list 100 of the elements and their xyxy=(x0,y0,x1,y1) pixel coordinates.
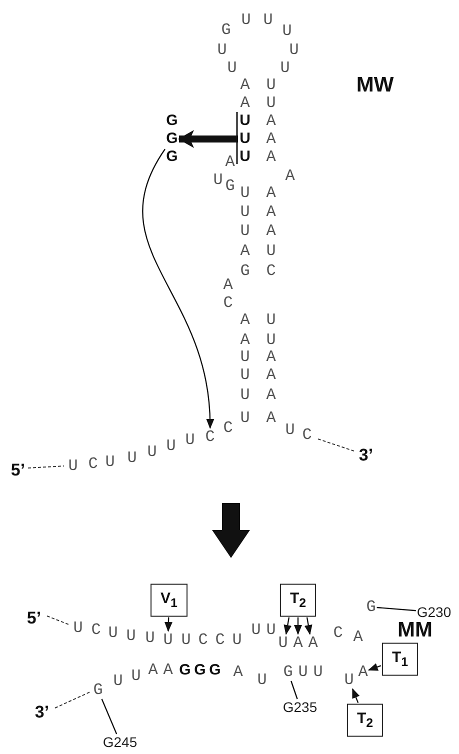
annotation-box: V$_{1}$ xyxy=(150,584,188,616)
nucleotide-letter: A xyxy=(240,95,250,111)
strand-end-label: 5’ xyxy=(10,462,26,478)
nucleotide-letter: A xyxy=(293,635,303,651)
nucleotide-letter: C xyxy=(198,632,208,648)
nucleotide-letter: U xyxy=(127,450,137,466)
nucleotide-letter: A xyxy=(266,223,276,239)
nucleotide-letter: U xyxy=(240,204,250,220)
nucleotide-letter: U xyxy=(163,632,173,648)
nucleotide-letter: U xyxy=(213,172,223,188)
nucleotide-letter: C xyxy=(91,622,101,638)
nucleotide-letter: U xyxy=(266,622,276,638)
nucleotide-letter: U xyxy=(241,12,251,28)
nucleotide-letter: U xyxy=(266,95,276,111)
position-label: G235 xyxy=(282,700,318,714)
nucleotide-letter: A xyxy=(266,367,276,383)
nucleotide-letter: U xyxy=(282,23,292,39)
nucleotide-letter: U xyxy=(240,185,250,201)
arrow xyxy=(284,617,292,635)
nucleotide-letter: A xyxy=(223,277,233,293)
annotation-box: T$_{2}$ xyxy=(280,584,316,616)
nucleotide-letter: C xyxy=(223,295,233,311)
nucleotide-letter: A xyxy=(266,410,276,426)
nucleotide-letter: U xyxy=(251,622,261,638)
nucleotide-letter: G xyxy=(93,682,103,698)
nucleotide-letter: U xyxy=(266,332,276,348)
arrow xyxy=(164,617,172,632)
nucleotide-letter: U xyxy=(266,77,276,93)
nucleotide-letter: C xyxy=(223,420,233,436)
arrow xyxy=(352,688,360,704)
nucleotide-letter: U xyxy=(126,628,136,644)
nucleotide-letter: A xyxy=(240,312,250,328)
nucleotide-letter: A xyxy=(285,168,295,184)
nucleotide-letter: A xyxy=(353,629,363,645)
nucleotide-letter: U xyxy=(263,12,273,28)
strand-end-label: 5’ xyxy=(26,610,42,626)
nucleotide-letter: C xyxy=(88,456,98,472)
nucleotide-letter: U xyxy=(147,444,157,460)
nucleotide-letter: U xyxy=(185,432,195,448)
nucleotide-letter: U xyxy=(131,668,141,684)
arrow xyxy=(294,617,302,635)
nucleotide-letter: A xyxy=(240,77,250,93)
annotation-box: T$_{2}$ xyxy=(346,704,384,736)
nucleotide-letter: A xyxy=(266,349,276,365)
nucleotide-letter: G xyxy=(209,662,221,678)
nucleotide-letter: U xyxy=(280,60,290,76)
nucleotide-letter: U xyxy=(166,438,176,454)
nucleotide-letter: G xyxy=(366,599,376,615)
curved-arrow xyxy=(142,148,214,429)
nucleotide-letter: C xyxy=(205,429,215,445)
strand-end-label: 3’ xyxy=(34,704,50,720)
nucleotide-letter: U xyxy=(344,672,354,688)
nucleotide-letter: U xyxy=(240,387,250,403)
nucleotide-letter: A xyxy=(266,149,276,165)
nucleotide-letter: U xyxy=(266,243,276,259)
bold-nucleotide-column: G G G xyxy=(166,112,178,166)
leader-line xyxy=(290,680,298,700)
nucleotide-letter: A xyxy=(266,387,276,403)
nucleotide-letter: A xyxy=(225,154,235,170)
nucleotide-letter: G xyxy=(221,22,231,38)
nucleotide-letter: G xyxy=(179,662,191,678)
nucleotide-letter: U xyxy=(240,367,250,383)
position-label: G245 xyxy=(102,735,138,749)
nucleotide-letter: A xyxy=(266,185,276,201)
nucleotide-letter: U xyxy=(73,620,83,636)
nucleotide-letter: U xyxy=(266,312,276,328)
nucleotide-letter: U xyxy=(68,458,78,474)
nucleotide-letter: U xyxy=(227,60,237,76)
nucleotide-letter: U xyxy=(181,632,191,648)
structure-label: MW xyxy=(356,74,394,96)
nucleotide-letter: U xyxy=(278,635,288,651)
nucleotide-letter: A xyxy=(148,662,158,678)
leader-line xyxy=(101,698,118,734)
arrow xyxy=(368,663,382,671)
nucleotide-letter: U xyxy=(240,223,250,239)
annotation-box: T$_{1}$ xyxy=(382,642,418,676)
nucleotide-letter: A xyxy=(266,131,276,147)
leader-line xyxy=(376,606,416,612)
nucleotide-letter: A xyxy=(240,332,250,348)
nucleotide-letter: U xyxy=(313,664,323,680)
bold-nucleotide-column: U U U xyxy=(239,112,251,166)
nucleotide-letter: C xyxy=(215,632,225,648)
nucleotide-letter: C xyxy=(302,427,312,443)
nucleotide-letter: A xyxy=(308,635,318,651)
nucleotide-letter: U xyxy=(145,630,155,646)
arrow xyxy=(304,617,312,635)
nucleotide-letter: U xyxy=(289,42,299,58)
nucleotide-letter: U xyxy=(105,454,115,470)
nucleotide-letter: U xyxy=(285,422,295,438)
nucleotide-letter: G xyxy=(194,662,206,678)
nucleotide-letter: G xyxy=(283,664,293,680)
strand-end-label: 3’ xyxy=(358,446,374,464)
thick-arrow xyxy=(178,130,238,148)
nucleotide-letter: A xyxy=(233,664,243,680)
nucleotide-letter: C xyxy=(333,625,343,641)
nucleotide-letter: C xyxy=(266,263,276,279)
nucleotide-letter: G xyxy=(240,263,250,279)
nucleotide-letter: A xyxy=(266,113,276,129)
nucleotide-letter: G xyxy=(225,178,235,194)
nucleotide-letter: A xyxy=(240,243,250,259)
